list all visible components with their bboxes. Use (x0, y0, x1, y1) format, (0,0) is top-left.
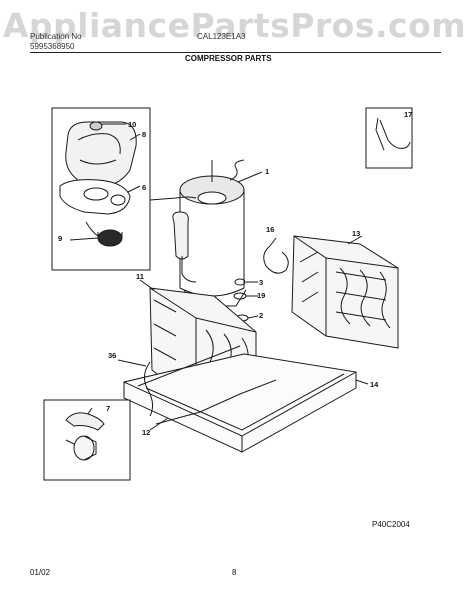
watermark: AppliancePartsPros.com (2, 6, 467, 45)
callout-10: 7 (106, 404, 111, 413)
callout-12: 13 (352, 229, 361, 238)
capacitor-inset (365, 107, 413, 169)
diagram-code: P40C2004 (372, 520, 410, 529)
callout-36: 36 (108, 351, 117, 360)
callout-7: 8 (142, 130, 147, 139)
callout-14: 14 (370, 380, 379, 389)
callout-8: 9 (58, 234, 63, 243)
callout-11: 11 (136, 272, 144, 281)
compressor (149, 159, 263, 322)
header-rule (30, 52, 441, 53)
callout-2: 2 (259, 311, 264, 320)
motor-inset (43, 399, 131, 481)
publication-label: Publication No (30, 32, 82, 41)
callout-16: 16 (266, 225, 275, 234)
callout-13: 12 (142, 428, 151, 437)
callout-6: 6 (142, 183, 147, 192)
callout-9: 10 (128, 120, 137, 129)
section-title: COMPRESSOR PARTS (185, 54, 272, 63)
harness (263, 245, 289, 274)
callout-19: 19 (257, 291, 266, 300)
footer-page-number: 8 (232, 568, 237, 577)
drain-tube (144, 361, 154, 417)
callout-1: 1 (265, 167, 270, 176)
model-number: CAL123E1A3 (197, 32, 246, 41)
publication-number: 5995368950 (30, 42, 75, 51)
callout-3: 3 (259, 278, 264, 287)
terminal-cover-inset (51, 107, 151, 271)
footer-date: 01/02 (30, 568, 51, 577)
base-pan (123, 345, 369, 453)
callout-17: 17 (404, 110, 413, 119)
condenser-coil (291, 235, 399, 349)
